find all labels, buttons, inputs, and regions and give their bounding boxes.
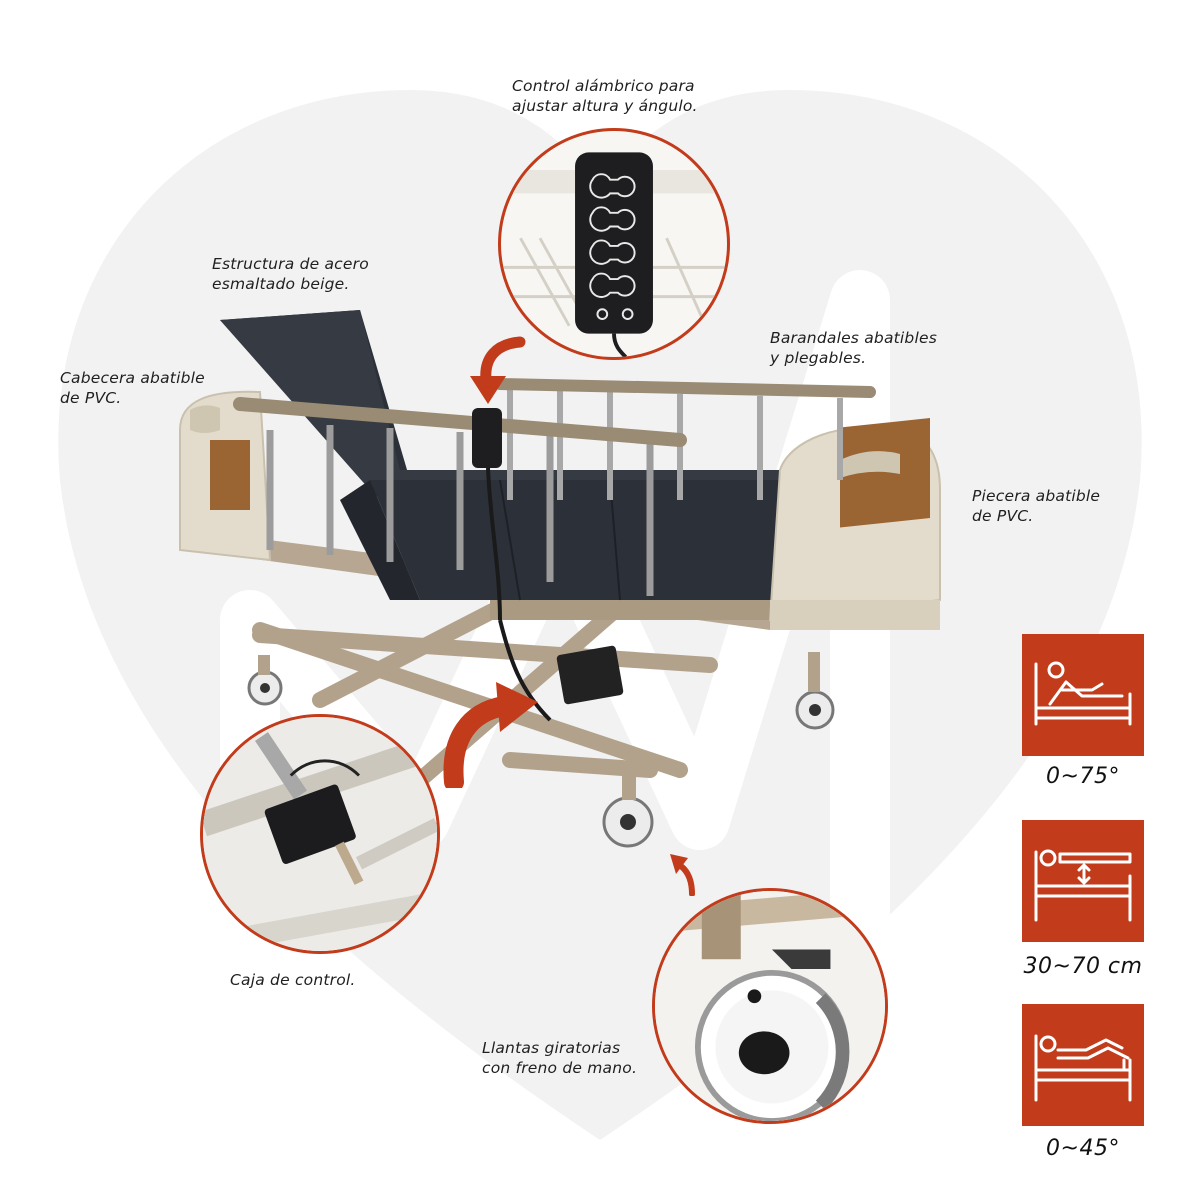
label-headboard: Cabecera abatible de PVC. [60, 369, 205, 407]
label-rails: Barandales abatibles y plegables. [770, 329, 937, 367]
hospital-bed-illustration [179, 310, 941, 848]
curved-arrow-icon [470, 336, 526, 404]
label-control-box: Caja de control. [230, 971, 356, 989]
height-adjust-value: 30~70 cm [1023, 954, 1143, 979]
leg-tilt-badge [1022, 1004, 1144, 1126]
leg-tilt-icon [1034, 1034, 1132, 1102]
label-structure: Estructura de acero esmaltado beige. [212, 255, 369, 293]
backrest-tilt-icon [1034, 661, 1132, 726]
wheel-brake-detail [652, 888, 888, 1124]
height-adjust-icon [1034, 849, 1132, 922]
control-box-detail [200, 714, 440, 954]
backrest-tilt-value: 0~75° [1046, 764, 1120, 789]
remote-control-detail [498, 128, 730, 360]
height-adjust-badge [1022, 820, 1144, 942]
backrest-tilt-badge [1022, 634, 1144, 756]
leg-tilt-value: 0~45° [1046, 1136, 1120, 1161]
label-control: Control alámbrico para ajustar altura y … [512, 77, 698, 115]
curved-arrow-icon [670, 854, 695, 896]
label-footboard: Piecera abatible de PVC. [972, 487, 1101, 525]
label-wheels: Llantas giratorias con freno de mano. [482, 1039, 638, 1077]
curved-arrow-icon [443, 682, 538, 788]
